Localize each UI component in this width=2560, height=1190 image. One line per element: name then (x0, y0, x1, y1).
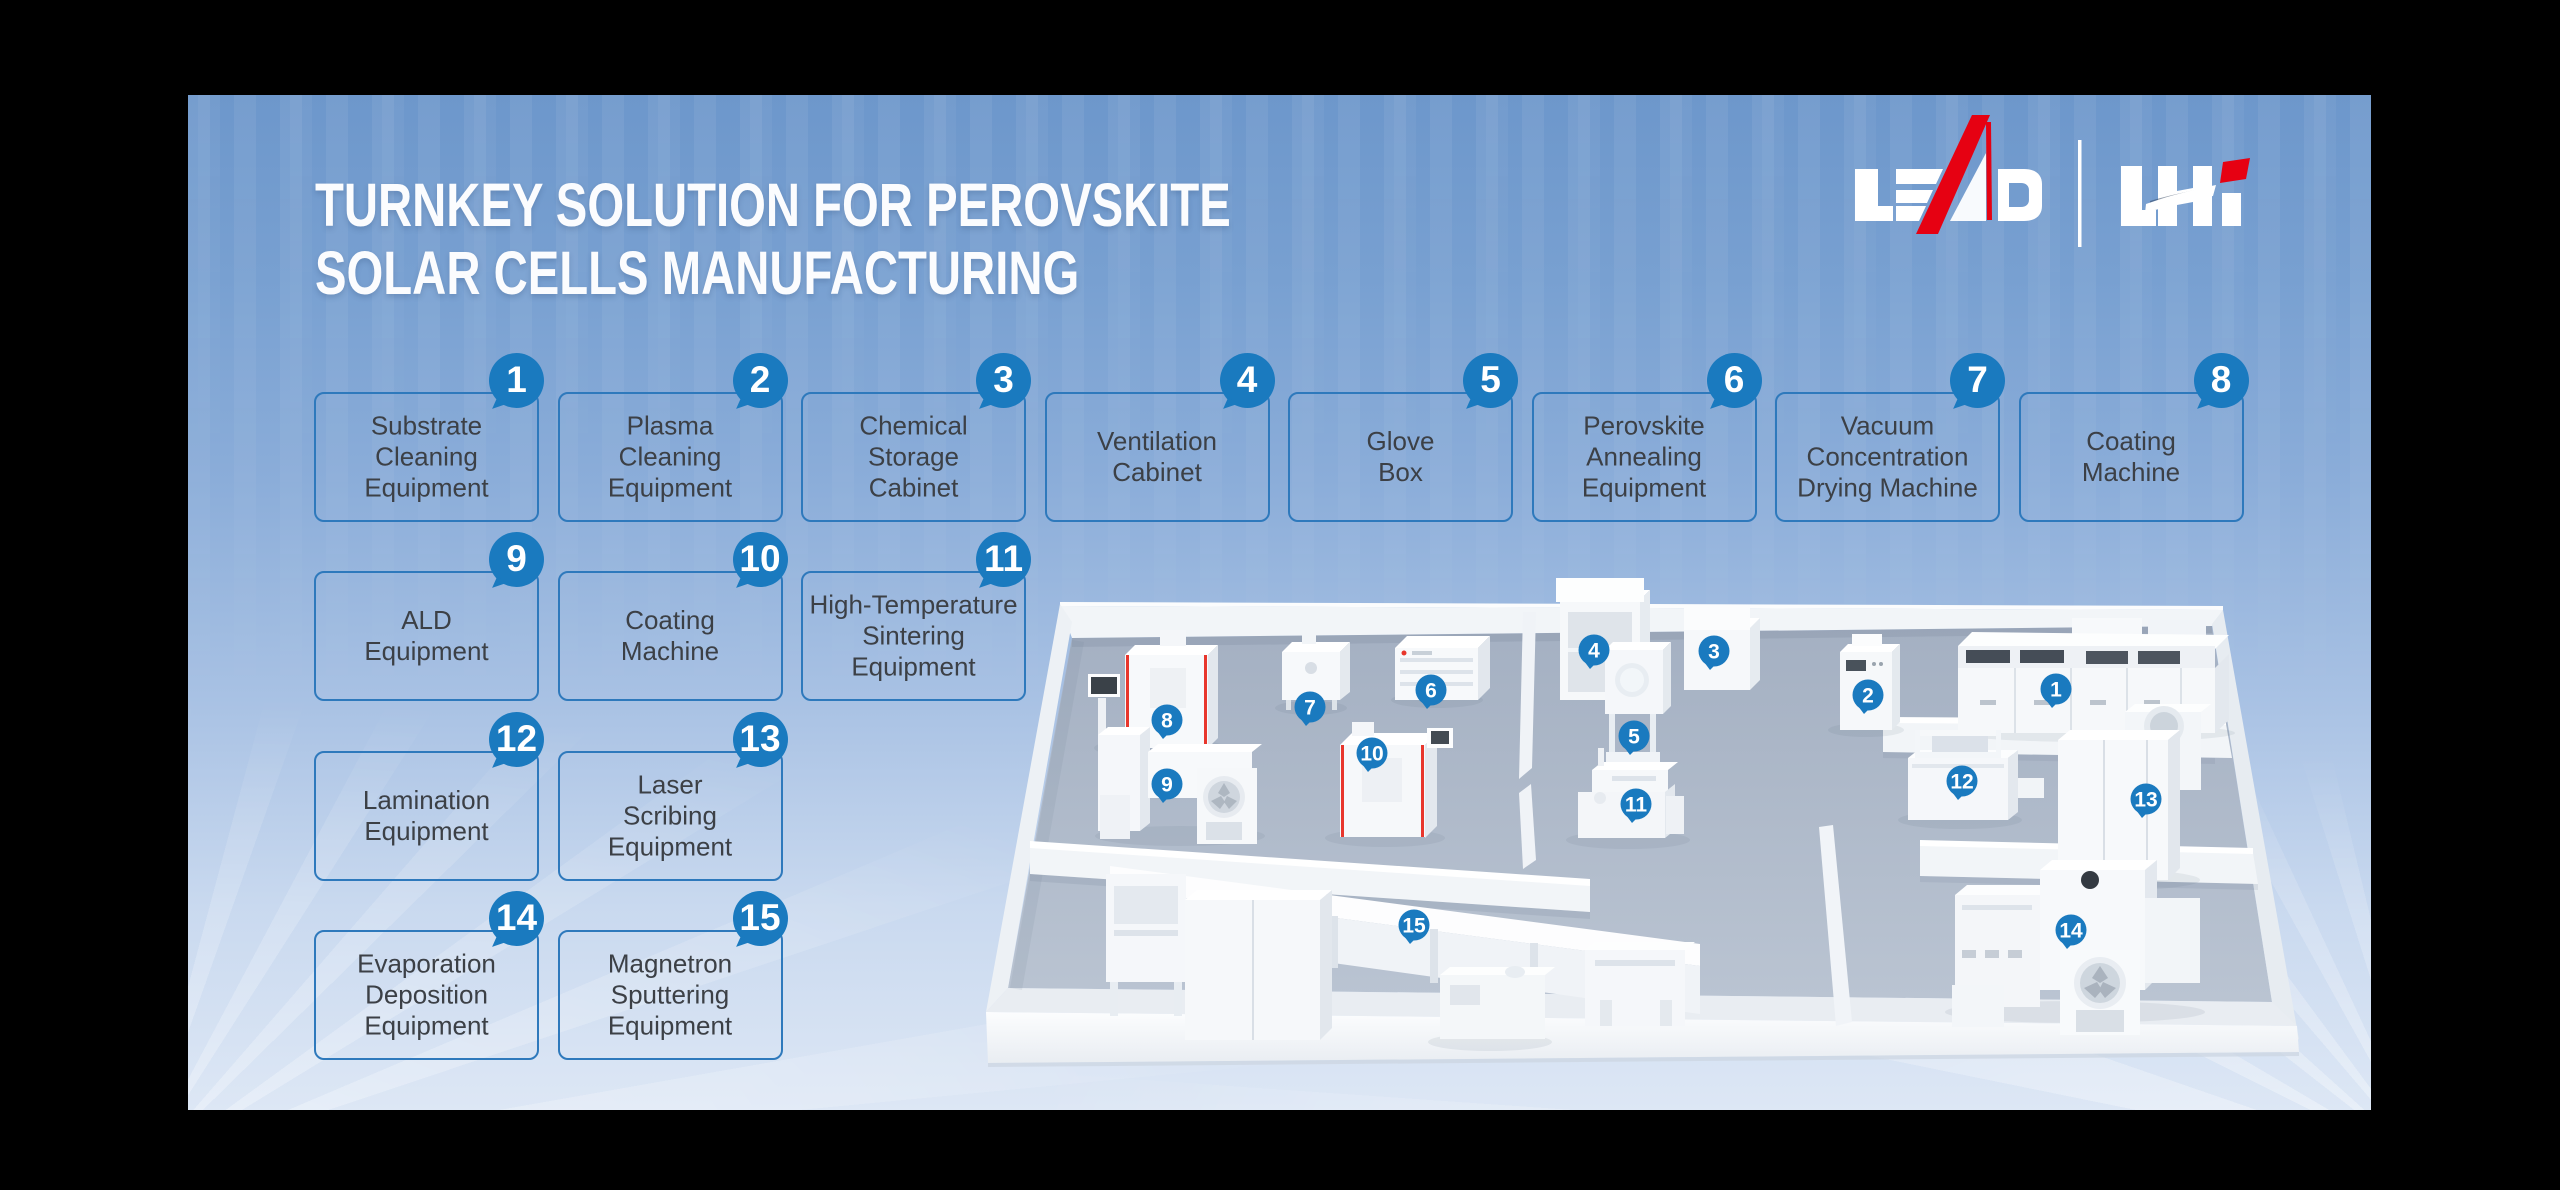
svg-text:5: 5 (1628, 726, 1640, 749)
svg-text:12: 12 (1950, 771, 1973, 794)
svg-text:14: 14 (2059, 920, 2083, 943)
svg-text:15: 15 (1402, 915, 1426, 938)
svg-text:1: 1 (2050, 679, 2062, 702)
svg-text:9: 9 (1161, 774, 1173, 797)
svg-text:7: 7 (1304, 697, 1316, 720)
svg-text:8: 8 (1161, 710, 1173, 733)
svg-text:10: 10 (1360, 743, 1383, 766)
svg-text:3: 3 (1708, 641, 1720, 664)
svg-text:11: 11 (1625, 794, 1648, 817)
svg-text:2: 2 (1862, 685, 1874, 708)
svg-text:4: 4 (1588, 640, 1600, 663)
svg-text:6: 6 (1425, 680, 1437, 703)
svg-text:13: 13 (2134, 789, 2157, 812)
